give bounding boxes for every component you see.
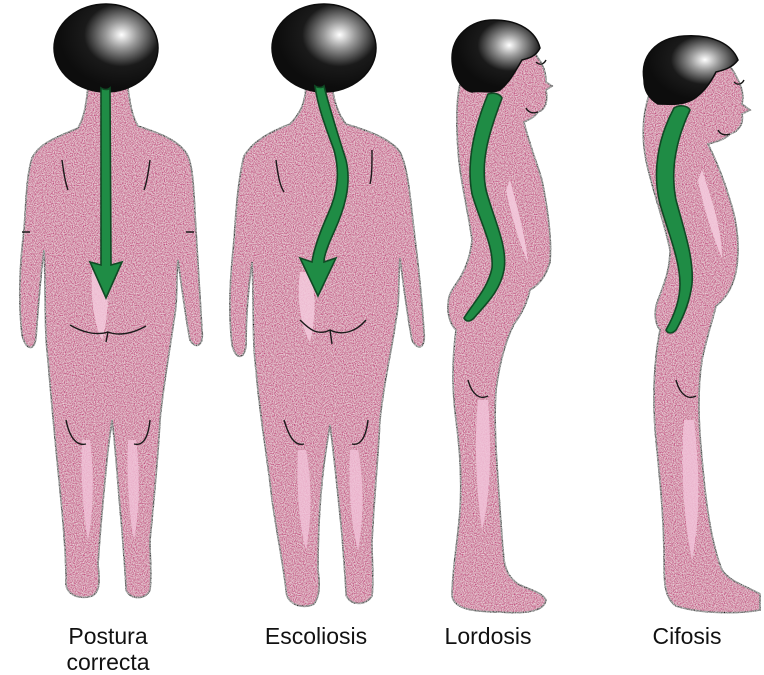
hair <box>272 4 376 92</box>
caption-line: Cifosis <box>632 623 742 649</box>
figure-postura-correcta <box>20 4 202 598</box>
figure-cifosis <box>643 36 760 613</box>
caption-line: Postura <box>58 623 158 649</box>
figure-lordosis <box>448 20 552 613</box>
figure-escoliosis <box>230 4 424 606</box>
caption-postura-correcta: Postura correcta <box>58 623 158 675</box>
caption-line: Escoliosis <box>246 623 386 649</box>
caption-line: Lordosis <box>433 623 543 649</box>
body-silhouette <box>643 52 760 613</box>
body-silhouette <box>448 39 552 613</box>
caption-line: correcta <box>58 649 158 675</box>
caption-lordosis: Lordosis <box>433 623 543 649</box>
caption-cifosis: Cifosis <box>632 623 742 649</box>
body-silhouette <box>230 86 424 606</box>
hair <box>54 4 158 92</box>
caption-escoliosis: Escoliosis <box>246 623 386 649</box>
